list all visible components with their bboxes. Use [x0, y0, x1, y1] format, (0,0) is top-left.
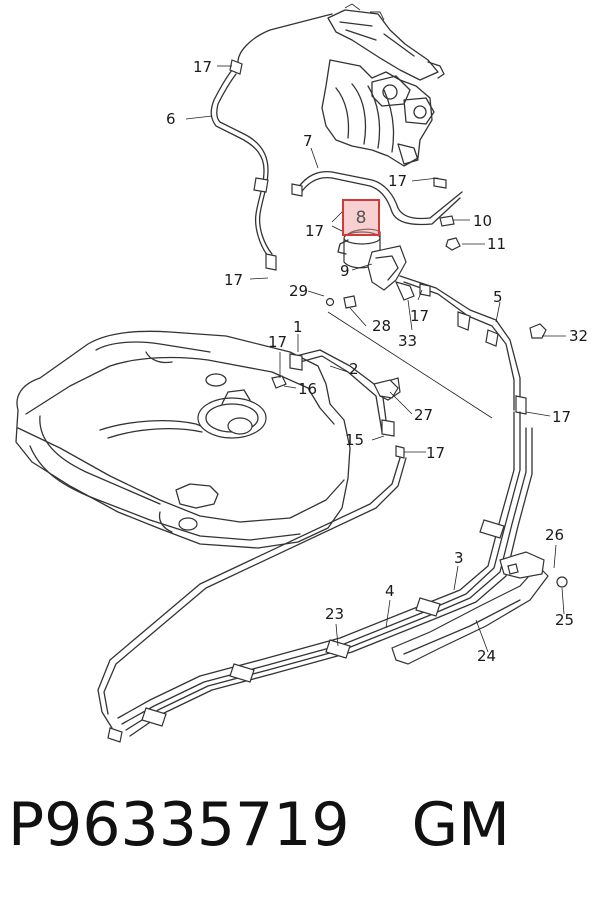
- callout-7: 7: [303, 132, 313, 150]
- callout-2: 2: [349, 360, 359, 378]
- callout-17: 17: [305, 222, 324, 240]
- callout-16: 16: [298, 380, 317, 398]
- callout-26: 26: [545, 526, 564, 544]
- callout-32: 32: [569, 327, 588, 345]
- callout-24: 24: [477, 647, 496, 665]
- callout-5: 5: [493, 288, 503, 306]
- chassis-lines: [97, 411, 568, 743]
- callout-6: 6: [166, 110, 176, 128]
- callout-17: 17: [388, 172, 407, 190]
- callout-10: 10: [473, 212, 492, 230]
- callout-17: 17: [410, 307, 429, 325]
- callout-3: 3: [454, 549, 464, 567]
- highlight-part-8[interactable]: 8: [342, 199, 380, 236]
- fuel-lines-upper: [210, 13, 527, 415]
- tank-feed-lines: [271, 349, 405, 459]
- part-number: P96335719: [8, 790, 350, 860]
- callout-8: 8: [356, 208, 367, 228]
- callout-28: 28: [372, 317, 391, 335]
- callout-4: 4: [385, 582, 395, 600]
- callout-17: 17: [193, 58, 212, 76]
- callout-25: 25: [555, 611, 574, 629]
- callout-27: 27: [414, 406, 433, 424]
- fuel-tank: [15, 330, 351, 549]
- callout-17: 17: [268, 333, 287, 351]
- callout-29: 29: [289, 282, 308, 300]
- callout-23: 23: [325, 605, 344, 623]
- callout-33: 33: [398, 332, 417, 350]
- callout-9: 9: [340, 262, 350, 280]
- callout-17: 17: [224, 271, 243, 289]
- callout-17: 17: [552, 408, 571, 426]
- intake-manifold: [321, 3, 445, 167]
- callout-1: 1: [293, 318, 303, 336]
- part-caption: P96335719 GM: [8, 790, 598, 880]
- callout-labels: 17 6 7 17 17 10 11 9 17 29 5 28 17 33 32…: [166, 58, 588, 665]
- callout-15: 15: [345, 431, 364, 449]
- brand-name: GM: [411, 790, 510, 860]
- leader-lines: [185, 65, 566, 653]
- callout-17: 17: [426, 444, 445, 462]
- fuel-filter: [337, 228, 431, 301]
- fuel-system-diagram: 8 17 6 7 17 17 10 11 9 17 29 5 28 17 33 …: [15, 3, 588, 743]
- callout-11: 11: [487, 235, 506, 253]
